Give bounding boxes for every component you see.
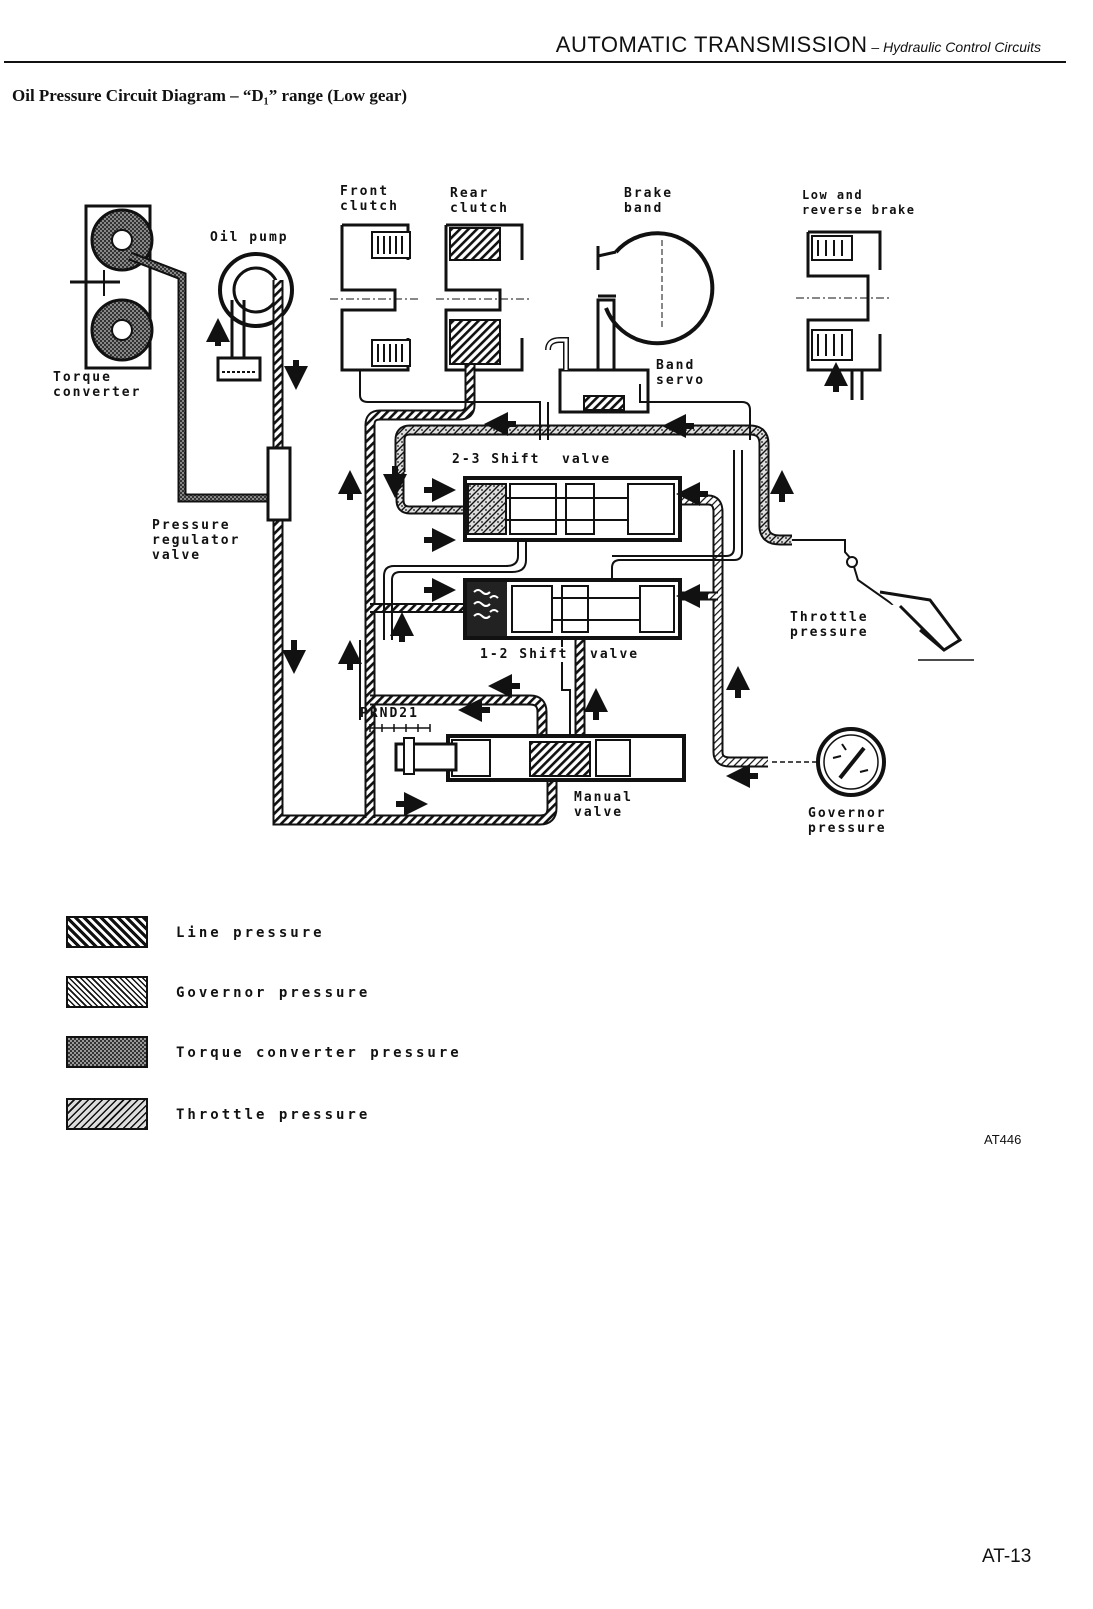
figure-code: AT446: [984, 1132, 1022, 1147]
header-title-row: AUTOMATIC TRANSMISSION – Hydraulic Contr…: [556, 32, 1041, 58]
legend-swatch-governor-pressure: [66, 976, 148, 1008]
label-shift-23-right: valve: [562, 452, 612, 467]
label-low-reverse-brake: Low and reverse brake: [802, 188, 916, 217]
label-torque-converter: Torque converter: [53, 370, 142, 400]
flow-arrows: [206, 318, 848, 816]
diagram-subtitle: Oil Pressure Circuit Diagram – “D₁” rang…: [12, 86, 408, 105]
header-rule: [4, 61, 1066, 63]
label-oil-pump: Oil pump: [210, 230, 289, 245]
label-front-clutch: Front clutch: [340, 184, 399, 214]
label-throttle-pressure: Throttle pressure: [790, 610, 869, 640]
legend-label-torque-converter-pressure: Torque converter pressure: [176, 1045, 462, 1061]
label-shift-12-left: 1-2 Shift: [480, 647, 569, 662]
pressure-regulator-valve: [266, 446, 292, 522]
shift-valve-1-2: [463, 578, 682, 640]
legend-swatch-throttle-pressure: [66, 1098, 148, 1130]
page-number: AT-13: [982, 1546, 1032, 1567]
label-shift-23-left: 2-3 Shift: [452, 452, 541, 467]
governor-pressure-circuit: [680, 494, 768, 768]
label-brake-band: Brake band: [624, 186, 674, 216]
torque-converter: [70, 204, 154, 370]
throttle-linkage: [792, 539, 974, 661]
label-band-servo: Band servo: [656, 358, 706, 388]
label-pressure-regulator-valve: Pressure regulator valve: [152, 518, 241, 563]
legend-swatch-line-pressure: [66, 916, 148, 948]
legend-label-governor-pressure: Governor pressure: [176, 985, 371, 1001]
low-reverse-brake: [796, 230, 892, 400]
label-rear-clutch: Rear clutch: [450, 186, 509, 216]
legend-swatch-torque-converter-pressure: [66, 1036, 148, 1068]
legend-label-line-pressure: Line pressure: [176, 925, 325, 941]
line-pressure-circuit: [272, 280, 586, 826]
throttle-pressure-circuit: [394, 424, 792, 546]
band-servo: [545, 298, 650, 414]
shift-valve-2-3: [463, 476, 682, 542]
torque-converter-pressure-pipe: [128, 251, 272, 503]
header-separator: –: [867, 39, 884, 55]
manual-valve: [369, 724, 686, 782]
legend-label-throttle-pressure: Throttle pressure: [176, 1107, 371, 1123]
label-governor-pressure: Governor pressure: [808, 806, 887, 836]
front-clutch: [330, 223, 420, 372]
label-prnd21: PRND21: [360, 706, 419, 721]
header-title: AUTOMATIC TRANSMISSION: [555, 32, 868, 57]
converter-housing: [84, 204, 152, 370]
label-manual-valve: Manual valve: [574, 790, 633, 820]
drain-pipes: [359, 370, 751, 740]
brake-band: [596, 231, 715, 346]
governor-gauge: [772, 727, 886, 797]
label-shift-12-right: valve: [590, 647, 640, 662]
header-section: Hydraulic Control Circuits: [883, 39, 1041, 55]
rear-clutch: [436, 223, 530, 372]
